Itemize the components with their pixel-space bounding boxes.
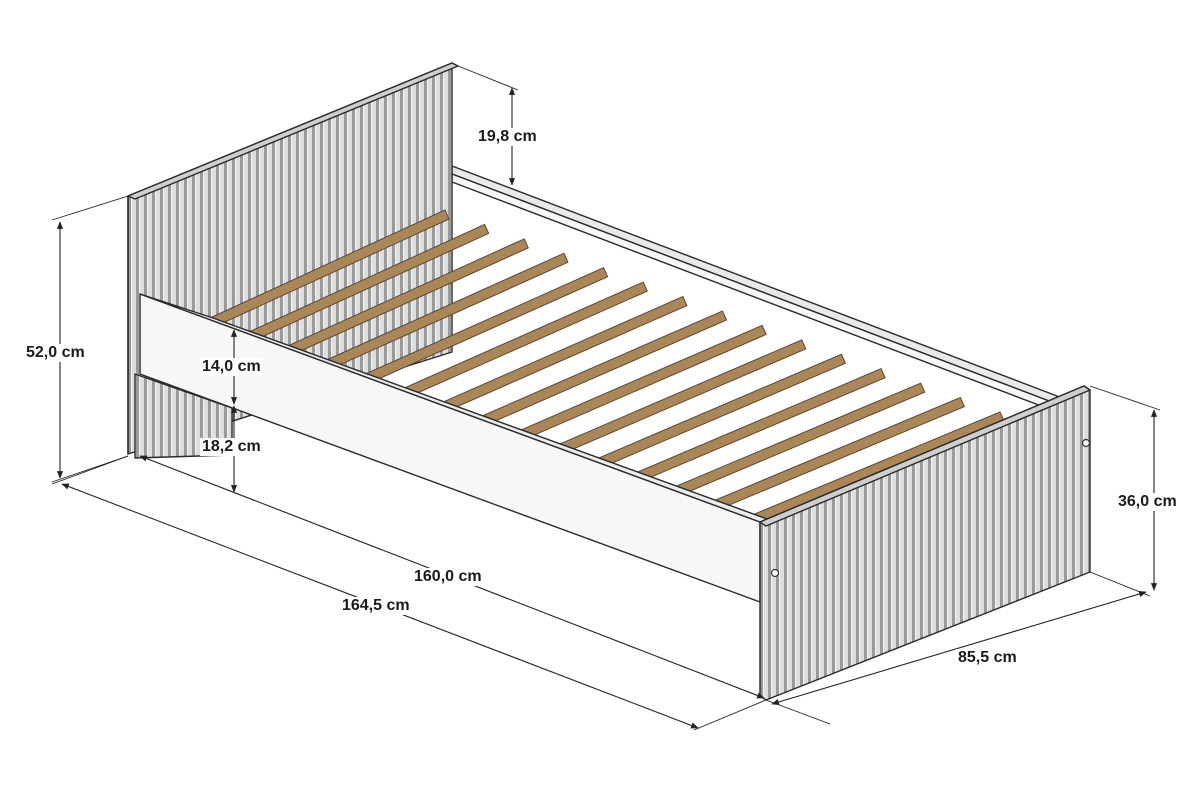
slat [629, 368, 886, 485]
slat [553, 339, 807, 457]
bolt-icon [770, 568, 780, 578]
far-side-rail [451, 165, 1058, 413]
dimension-label-ground-clearance: 18,2 cm [200, 438, 263, 456]
dimension-label-side-rail-height: 14,0 cm [200, 358, 263, 376]
dimension-label-footboard-height: 36,0 cm [1116, 493, 1179, 511]
dimension-label-overall-height: 52,0 cm [24, 344, 87, 362]
dimension-label-headboard-above-frame: 19,8 cm [476, 128, 539, 146]
dimension-label-overall-length: 164,5 cm [340, 597, 412, 615]
slat [438, 295, 688, 414]
slat [515, 324, 767, 442]
dimension-label-overall-width: 85,5 cm [956, 649, 1019, 667]
slat [591, 353, 847, 471]
dimension-label-inner-length: 160,0 cm [412, 568, 484, 586]
bolt-icon [1081, 438, 1091, 448]
slat-group [209, 209, 1005, 528]
slat [476, 310, 728, 428]
